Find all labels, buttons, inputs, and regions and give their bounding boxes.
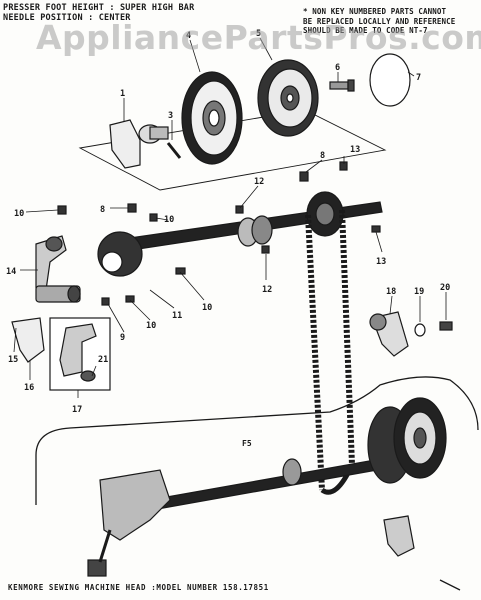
lower-gear-assembly — [367, 397, 447, 484]
callout-5: 5 — [256, 29, 261, 39]
callout-8-upper: 8 — [320, 151, 325, 161]
callout-9: 9 — [120, 333, 125, 343]
part-14-crank — [35, 235, 67, 291]
part-5-pulley — [257, 59, 319, 137]
callout-6: 6 — [335, 63, 340, 73]
callout-21: 20 — [440, 283, 450, 293]
callout-8-left: 8 — [100, 205, 105, 215]
callout-3: 3 — [168, 111, 173, 121]
timing-belt — [305, 209, 355, 491]
callout-13-upper: 13 — [350, 145, 360, 155]
callout-10-lower: 10 — [146, 321, 156, 331]
callout-12-upper: 12 — [254, 177, 264, 187]
part-6-screw — [329, 79, 355, 92]
callout-10-left: 10 — [14, 209, 24, 219]
part-1-bracket — [109, 119, 169, 169]
callout-19: 18 — [386, 287, 396, 297]
callout-15: 15 — [8, 355, 18, 365]
callout-17: 17 — [72, 405, 82, 415]
part-21-screw — [439, 321, 453, 331]
callout-13-lower: 13 — [376, 257, 386, 267]
set-screws — [57, 161, 381, 306]
part-16-plate — [11, 317, 45, 363]
lower-right-bracket — [383, 515, 415, 557]
callout-11: 11 — [172, 311, 182, 321]
callout-10-upper: 10 — [164, 215, 174, 225]
lower-needle-mechanism — [87, 469, 171, 577]
replacement-note: * NON KEY NUMBERED PARTS CANNOT BE REPLA… — [303, 7, 479, 36]
callout-20: 19 — [414, 287, 424, 297]
callout-18: 21 — [98, 355, 108, 365]
part-9-assembly — [35, 285, 81, 303]
callout-10-right: 10 — [202, 303, 212, 313]
upper-belt-pulley — [306, 191, 344, 237]
callout-12-lower: 12 — [262, 285, 272, 295]
part-20-washer — [414, 323, 426, 337]
needle-position-text: NEEDLE POSITION : CENTER — [3, 13, 131, 23]
part-7-disc — [369, 53, 411, 107]
callout-14: 14 — [6, 267, 16, 277]
note-line-1: * NON KEY NUMBERED PARTS CANNOT — [303, 7, 447, 16]
figure-label: F5 — [242, 439, 252, 448]
callout-7: 7 — [416, 73, 421, 83]
machine-head-outline — [35, 376, 479, 591]
footer-model-text: KENMORE SEWING MACHINE HEAD :MODEL NUMBE… — [8, 583, 269, 592]
note-line-2: BE REPLACED LOCALLY AND REFERENCE — [303, 16, 456, 26]
callout-numbers: 1 4 3 5 6 7 8 8 10 10 12 13 13 12 10 11 … — [6, 29, 450, 415]
leader-lines — [13, 37, 447, 398]
part-3-pin — [166, 142, 182, 159]
callout-4: 4 — [186, 31, 191, 41]
callout-1: 1 — [120, 89, 125, 99]
presser-foot-height-text: PRESSER FOOT HEIGHT : SUPER HIGH BAR — [3, 3, 195, 13]
watermark-text: AppliancePartsPros.com — [36, 18, 481, 57]
part-4-gear — [181, 71, 243, 165]
callout-16: 16 — [24, 383, 34, 393]
part-19-bracket — [369, 311, 409, 357]
note-line-3: SHOULD BE MADE TO CODE NT-7 — [303, 26, 428, 35]
part-17-lifter — [49, 317, 111, 391]
